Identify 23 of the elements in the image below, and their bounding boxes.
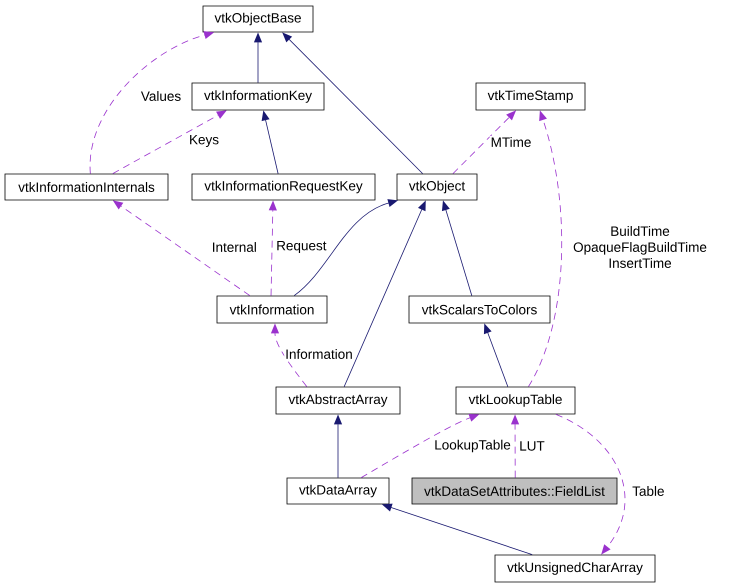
- class-box: vtkUnsignedCharArray: [494, 554, 656, 582]
- edge-label: MTime: [490, 136, 532, 148]
- edge-label: Request: [275, 240, 328, 254]
- class-box: vtkInformation: [216, 296, 328, 324]
- class-box: vtkLookupTable: [456, 386, 576, 414]
- edge-label: Information: [284, 348, 354, 360]
- class-box: vtkTimeStamp: [476, 82, 586, 110]
- class-box: vtkDataSetAttributes::FieldList: [412, 478, 618, 504]
- class-box: vtkObject: [396, 174, 478, 200]
- class-box: vtkInformationInternals: [4, 174, 168, 200]
- class-box: vtkInformationKey: [192, 82, 324, 110]
- edge-label: Internal: [210, 241, 258, 253]
- class-box: vtkAbstractArray: [276, 386, 400, 414]
- edge-label: Values: [140, 90, 182, 102]
- class-box: vtkDataArray: [286, 478, 390, 504]
- edge-label: Keys: [188, 134, 220, 148]
- edge-label: BuildTime OpaqueFlagBuildTime InsertTime: [571, 225, 709, 269]
- edge-label: Table: [631, 485, 666, 497]
- class-box: vtkObjectBase: [202, 6, 314, 32]
- edge-label: LookupTable: [433, 438, 512, 454]
- edge-label: LUT: [518, 440, 546, 452]
- class-box: vtkInformationRequestKey: [192, 174, 376, 200]
- class-box: vtkScalarsToColors: [408, 296, 550, 324]
